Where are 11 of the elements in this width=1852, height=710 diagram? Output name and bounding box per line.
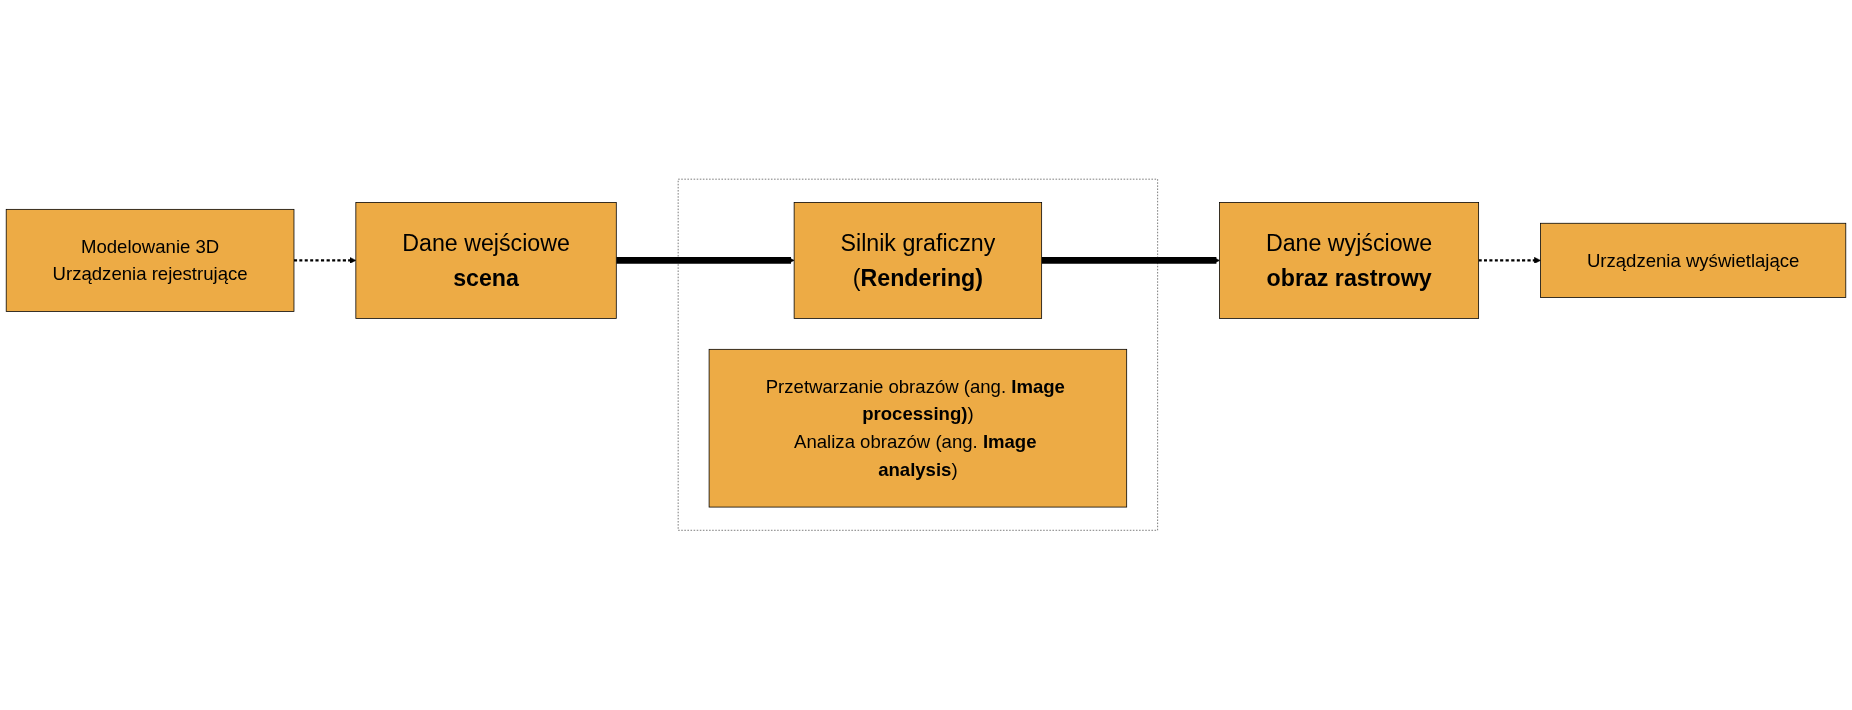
node-box: Dane wejściowe scena (355, 202, 617, 320)
node-box: Dane wyjściowe obraz rastrowy (1219, 202, 1479, 320)
node-box: Urządzenia wyświetlające (1540, 223, 1847, 299)
arrow (1478, 257, 1541, 265)
arrow (294, 257, 357, 265)
node-box: Modelowanie 3D Urządzenia rejestrujące (5, 209, 295, 313)
node-box: Przetwarzanie obrazów (ang. Image processing)) Analiza obrazów (ang. Image analysis) (708, 349, 1128, 508)
cluster (677, 179, 1158, 531)
arrow (616, 257, 795, 265)
arrow (1041, 257, 1220, 265)
node-box: Silnik graficzny (Rendering) (793, 202, 1043, 320)
